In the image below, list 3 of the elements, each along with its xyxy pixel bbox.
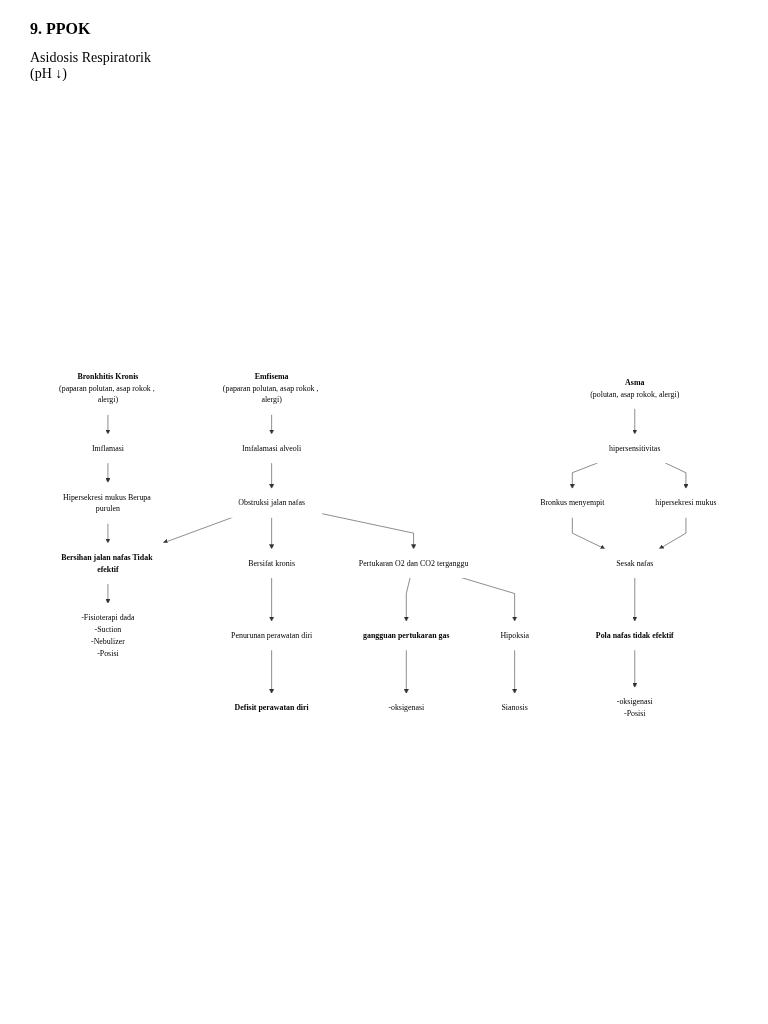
note-text: Asidosis Respiratorik <box>30 50 152 66</box>
title: 9. PPOK <box>30 20 92 38</box>
note-text: (pH ↓) <box>30 66 68 82</box>
